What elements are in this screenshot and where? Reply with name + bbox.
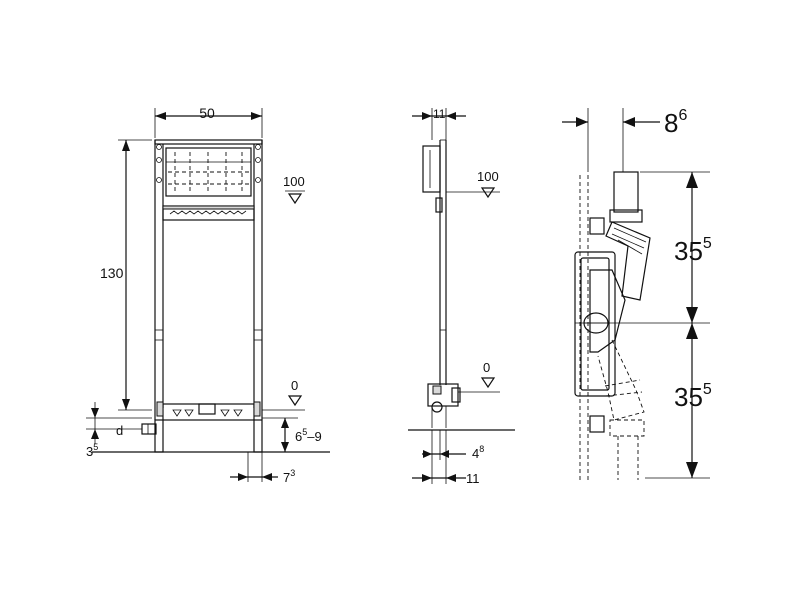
arrow-icon (122, 399, 130, 410)
frame-top-bar (154, 139, 263, 145)
arrow-icon (576, 117, 588, 127)
carrier-triangle-icon (220, 409, 230, 417)
arrow-icon (686, 307, 698, 323)
side-level-100: 100 (477, 169, 499, 184)
front-level-100: 100 (283, 174, 305, 189)
mount-hole (156, 157, 162, 163)
upper-panel (165, 147, 252, 197)
lower-collar-dashed (609, 419, 645, 437)
sec-top-label: 86 (664, 107, 687, 138)
side-upper-bracket (422, 145, 441, 193)
side-fitting-ring (431, 401, 443, 413)
elbow-rib (613, 227, 647, 243)
foot-right (253, 419, 263, 453)
arrow-icon (155, 112, 166, 120)
arrow-icon (91, 429, 99, 439)
drain-stub (141, 423, 157, 435)
arrow-icon (238, 473, 248, 481)
crossbar-top-strip (162, 205, 255, 210)
lower-rib (604, 379, 641, 387)
side-fitting-block (432, 385, 442, 395)
offset-label: 35 (86, 442, 98, 459)
body-outlet (589, 269, 626, 353)
front-view: 50 100 (86, 105, 330, 485)
lower-dim-label: 355 (674, 381, 712, 412)
carrier-bracket-right (253, 401, 261, 417)
front-level-0: 0 (291, 378, 298, 393)
height-label: 130 (100, 265, 124, 281)
wall-block (589, 217, 605, 235)
arrow-icon (251, 112, 262, 120)
mount-hole (255, 177, 261, 183)
lower-rib (605, 391, 643, 397)
arrow-icon (446, 112, 456, 120)
arrow-icon (281, 442, 289, 452)
side-top-label: 11 (433, 107, 446, 121)
carrier-triangle-icon (184, 409, 194, 417)
arrow-icon (686, 172, 698, 188)
level-triangle-icon (287, 193, 303, 205)
side-view: 11 100 0 48 (408, 107, 515, 486)
arrow-icon (440, 450, 449, 458)
carrier-triangle-icon (172, 409, 182, 417)
arrow-icon (446, 474, 456, 482)
arrow-icon (122, 140, 130, 151)
side-bottom-label: 11 (466, 471, 480, 486)
arrow-icon (281, 418, 289, 428)
elbow-rib (617, 239, 643, 255)
upper-dim-label: 355 (674, 235, 712, 266)
bottom-label: 73 (283, 468, 295, 485)
level-triangle-icon (480, 377, 496, 389)
carrier-bracket-left (156, 401, 164, 417)
side-inner-label: 48 (472, 444, 484, 461)
upper-pipe-collar (609, 209, 643, 223)
body-housing (574, 251, 616, 397)
upper-elbow (605, 221, 651, 301)
elbow-rib (611, 233, 645, 249)
arrow-icon (686, 462, 698, 478)
level-triangle-icon (480, 187, 496, 199)
arrow-icon (422, 112, 432, 120)
wall-block (589, 415, 605, 433)
carrier-triangle-icon (233, 409, 243, 417)
side-fitting-clip (451, 387, 461, 403)
arrow-icon (91, 408, 99, 418)
body-housing-inner (580, 257, 610, 391)
range-label: 65–9 (295, 427, 322, 444)
mount-hole (255, 157, 261, 163)
arrow-icon (423, 450, 432, 458)
d-label: d (116, 423, 123, 438)
arrow-icon (686, 323, 698, 339)
side-level-0: 0 (483, 360, 490, 375)
crossbar-zigzag (169, 210, 247, 215)
lower-elbow-dashed (597, 339, 645, 421)
arrow-icon (422, 474, 432, 482)
mount-hole (255, 144, 261, 150)
upper-pipe (613, 171, 639, 213)
level-triangle-icon (287, 395, 303, 407)
carrier-plate (198, 403, 216, 415)
section-view: 86 355 (562, 107, 712, 480)
arrow-icon (262, 473, 272, 481)
width-label: 50 (199, 105, 215, 121)
mount-hole (156, 144, 162, 150)
side-bottom-fitting (427, 383, 459, 407)
mount-hole (156, 177, 162, 183)
side-clip (435, 197, 443, 213)
arrow-icon (623, 117, 635, 127)
